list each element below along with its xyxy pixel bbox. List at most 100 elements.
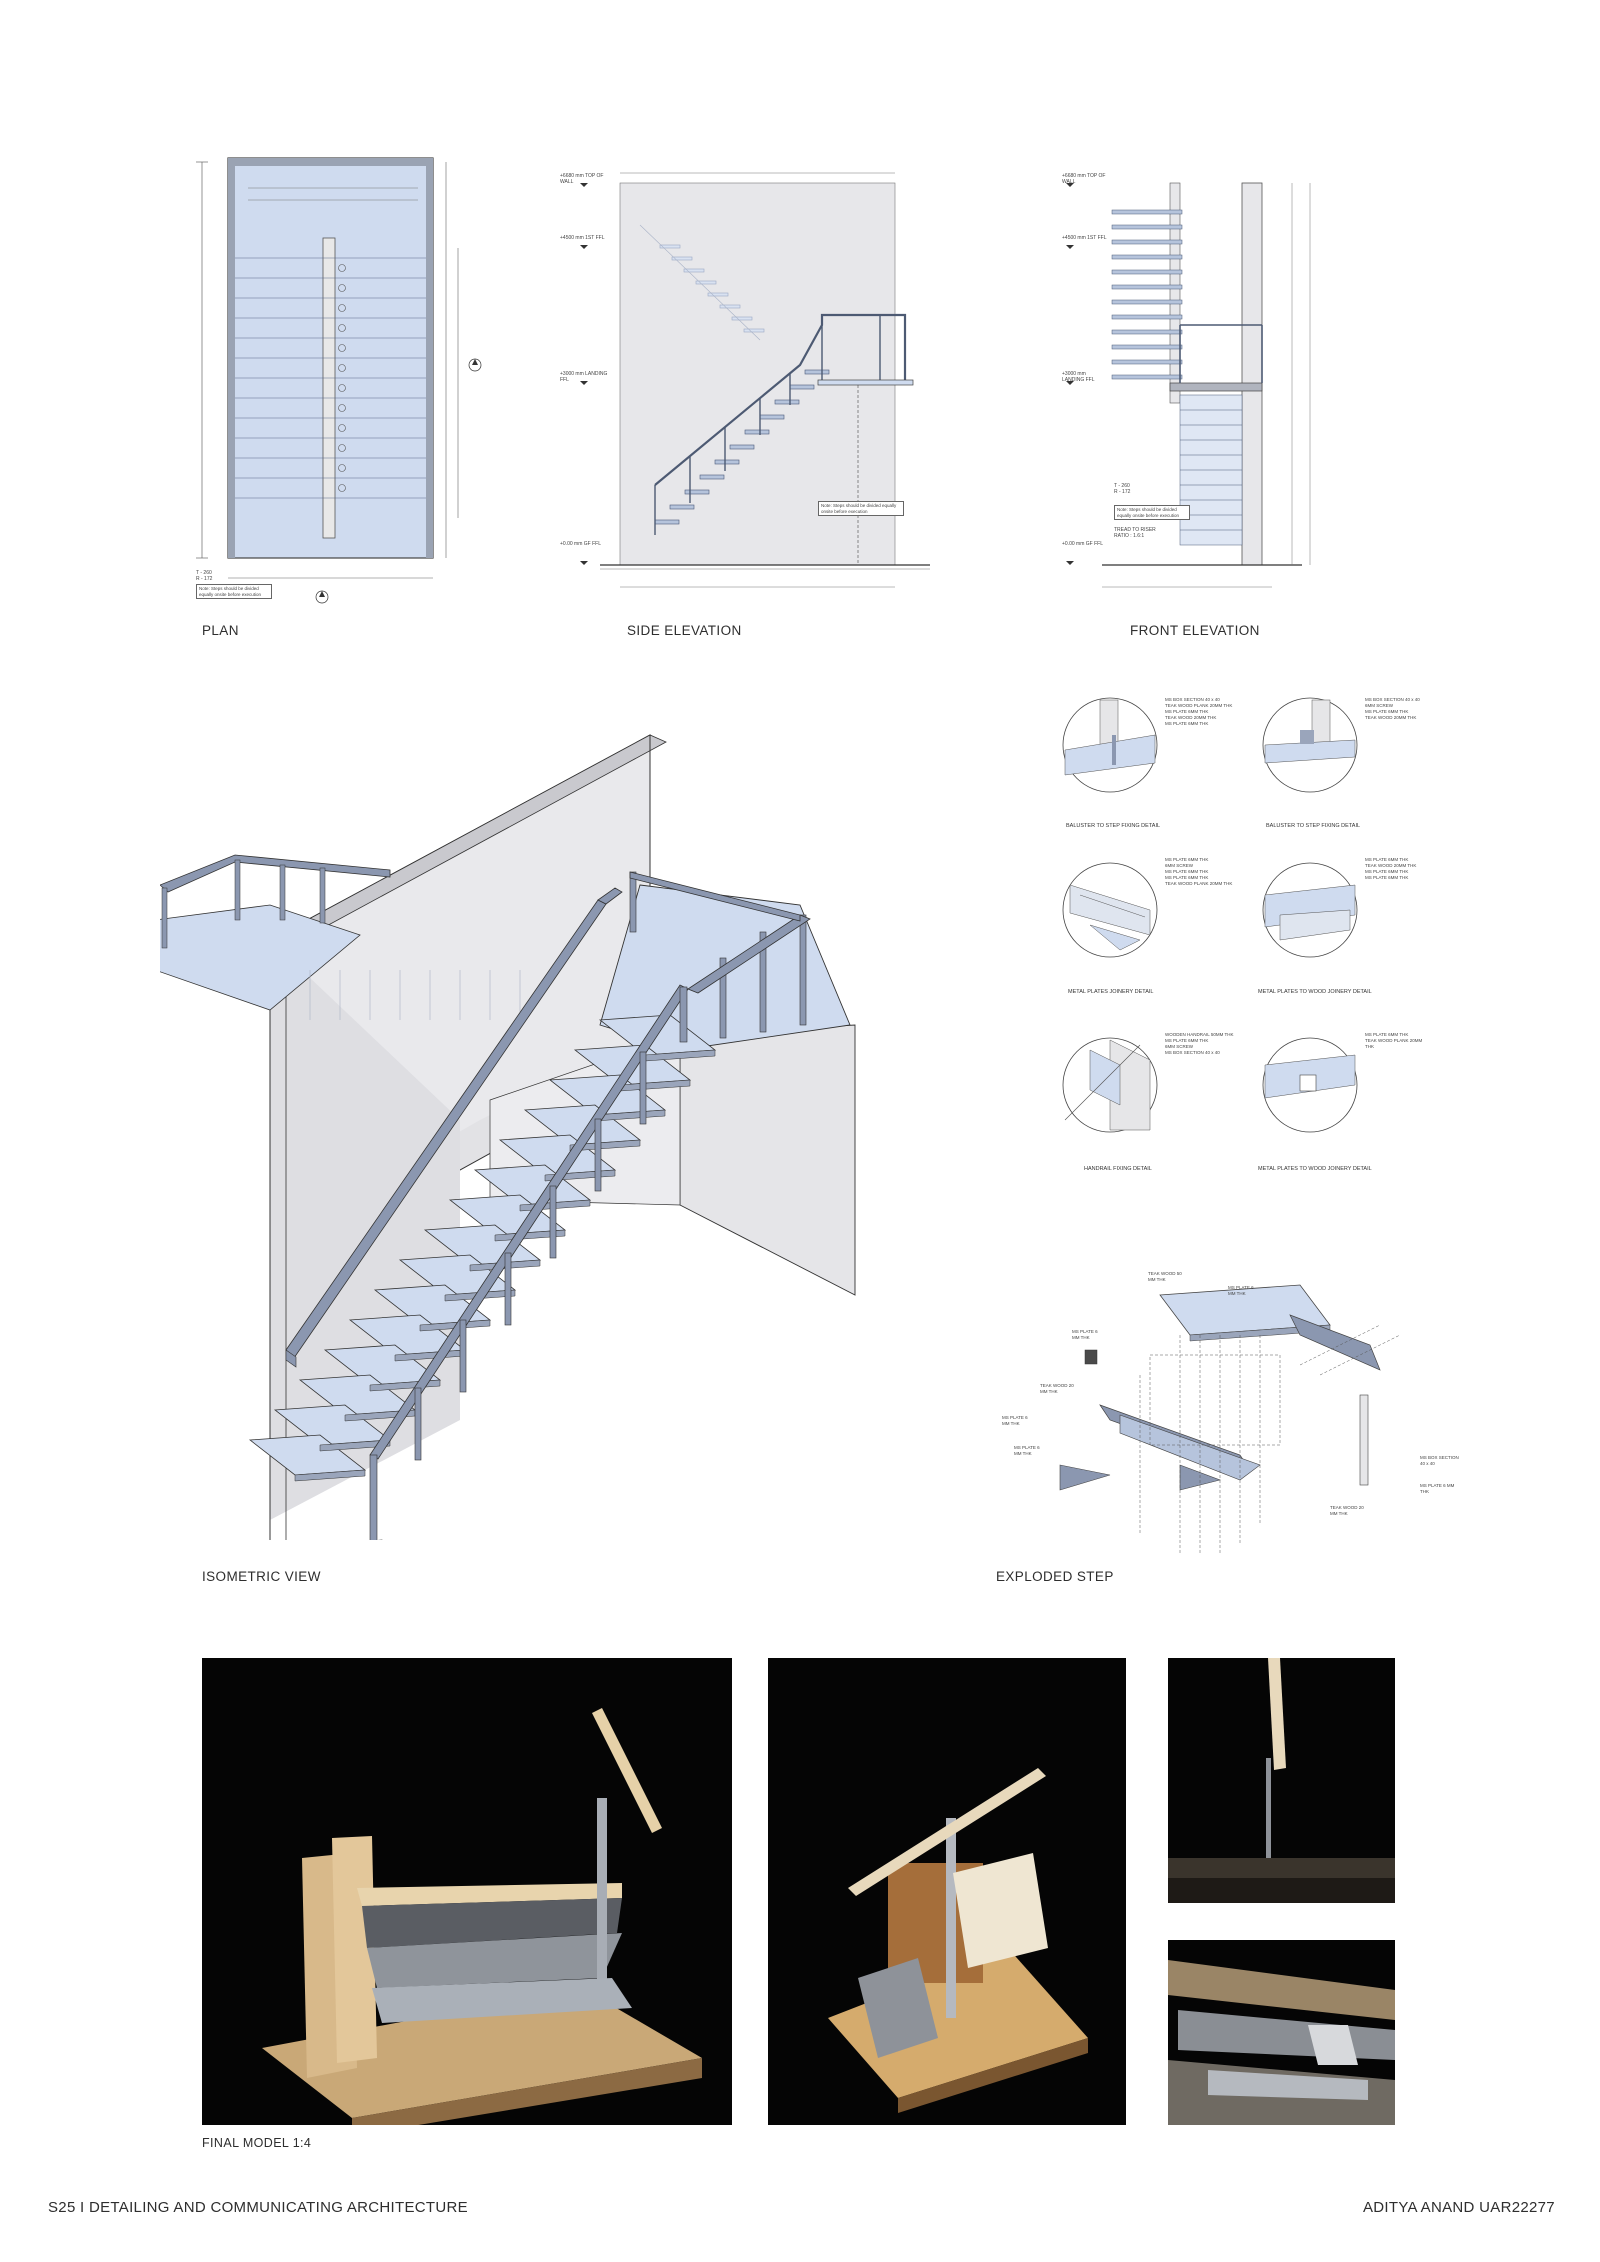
model-photo-detail-bottom-svg	[1168, 1960, 1395, 2125]
detail-3-label: TEAK WOOD PLANK 20MM THK	[1165, 881, 1233, 886]
detail-1-label: TEAK WOOD 20MM THK	[1165, 715, 1217, 720]
detail-1-label: TEAK WOOD PLANK 20MM THK	[1165, 703, 1233, 708]
isometric-svg	[154, 734, 856, 1565]
detail-3-labels: MS PLATE 6MM THK 6MM SCREW MS PLATE 6MM …	[1165, 857, 1240, 887]
detail-6-circle	[1262, 1037, 1358, 1133]
exploded-label: MS BOX SECTION 40 x 40	[1420, 1455, 1459, 1466]
front-legend: T - 260 R - 172	[1114, 483, 1130, 495]
plan-svg	[196, 157, 482, 604]
front-note: Note: Steps should be divided equally on…	[1114, 505, 1190, 520]
exploded-label: TEAK WOOD 50 MM THK	[1148, 1271, 1182, 1282]
model-caption: FINAL MODEL 1:4	[202, 2136, 312, 2150]
detail-4-label: MS PLATE 6MM THK	[1365, 869, 1409, 874]
detail-1-label: MS PLATE 6MM THK	[1165, 721, 1209, 726]
plan-legend-tread: T - 260	[196, 570, 212, 576]
exploded-label: MS PLATE 6 MM THK	[1420, 1483, 1455, 1494]
front-legend-riser: R - 172	[1114, 489, 1131, 495]
model-photo-side	[768, 1658, 1126, 2125]
exploded-label: MS PLATE 6 MM THK	[1072, 1329, 1098, 1340]
plan-legend: T - 260 R - 172	[196, 570, 212, 582]
detail-6-labels: MS PLATE 6MM THK TEAK WOOD PLANK 20MM TH…	[1365, 1032, 1430, 1050]
side-elevation-svg	[580, 172, 930, 588]
side-elevation-caption: SIDE ELEVATION	[627, 623, 742, 638]
detail-1: MS BOX SECTION 40 x 40 TEAK WOOD PLANK 2…	[1060, 695, 1240, 835]
detail-4-title: METAL PLATES TO WOOD JOINERY DETAIL	[1258, 989, 1372, 995]
front-elevation-drawing: +6680 mm TOP OF WALL +4500 mm 1ST FFL +3…	[1062, 165, 1402, 595]
side-level-landing: +3000 mm LANDING FFL	[560, 371, 608, 383]
front-tread-riser-ratio: RATIO : 1.6:1	[1114, 533, 1145, 539]
detail-2-label: MS PLATE 6MM THK	[1365, 709, 1409, 714]
detail-1-circle	[1062, 697, 1158, 793]
detail-6-label: TEAK WOOD PLANK 20MM THK	[1365, 1038, 1423, 1049]
details-grid: MS BOX SECTION 40 x 40 TEAK WOOD PLANK 2…	[1060, 695, 1430, 1175]
detail-3-label: MS PLATE 6MM THK	[1165, 875, 1209, 880]
front-elevation-svg	[1066, 182, 1311, 588]
detail-2-title: BALUSTER TO STEP FIXING DETAIL	[1266, 823, 1361, 829]
detail-6-label: MS PLATE 6MM THK	[1365, 1032, 1409, 1037]
front-tread-riser: TREAD TO RISER RATIO : 1.6:1	[1114, 527, 1156, 539]
front-level-landing: +3000 mm LANDING FFL	[1062, 371, 1095, 383]
detail-2-label: MS BOX SECTION 40 x 40	[1365, 697, 1420, 702]
detail-5-label: MS BOX SECTION 40 x 40	[1165, 1050, 1220, 1055]
detail-4-labels: MS PLATE 6MM THK TEAK WOOD 20MM THK MS P…	[1365, 857, 1430, 881]
front-legend-tread: T - 260	[1114, 483, 1130, 489]
detail-5-label: WOODEN HANDRAIL 50MM THK	[1165, 1032, 1234, 1037]
detail-5-label: MS PLATE 6MM THK	[1165, 1038, 1209, 1043]
detail-1-labels: MS BOX SECTION 40 x 40 TEAK WOOD PLANK 2…	[1165, 697, 1240, 727]
side-level-1st: +4500 mm 1ST FFL	[560, 235, 605, 241]
detail-6-title: METAL PLATES TO WOOD JOINERY DETAIL	[1258, 1166, 1372, 1172]
plan-drawing: T - 260 R - 172 Note: Steps should be di…	[188, 148, 488, 608]
model-photo-detail-bottom	[1168, 1940, 1395, 2125]
side-level-top: +6680 mm TOP OF WALL	[560, 173, 604, 185]
detail-2-circle	[1262, 697, 1358, 793]
model-photo-side-svg	[828, 1768, 1088, 2113]
detail-4: MS PLATE 6MM THK TEAK WOOD 20MM THK MS P…	[1258, 855, 1430, 1005]
detail-5-label: 6MM SCREW	[1165, 1044, 1193, 1049]
detail-2-label: TEAK WOOD 20MM THK	[1365, 715, 1417, 720]
detail-2-label: 6MM SCREW	[1365, 703, 1393, 708]
plan-note: Note: Steps should be divided equally on…	[196, 584, 272, 599]
detail-2: MS BOX SECTION 40 x 40 6MM SCREW MS PLAT…	[1260, 695, 1430, 835]
model-photo-detail-top-svg	[1168, 1658, 1395, 1903]
exploded-label: MS PLATE 6 MM THK	[1002, 1415, 1028, 1426]
plan-caption: PLAN	[202, 623, 239, 638]
isometric-view	[154, 720, 880, 1565]
exploded-label: TEAK WOOD 20 MM THK	[1330, 1505, 1364, 1516]
detail-6: MS PLATE 6MM THK TEAK WOOD PLANK 20MM TH…	[1258, 1030, 1430, 1180]
detail-5-labels: WOODEN HANDRAIL 50MM THK MS PLATE 6MM TH…	[1165, 1032, 1240, 1056]
detail-3-title: METAL PLATES JOINERY DETAIL	[1068, 989, 1154, 995]
exploded-step-svg	[1059, 1284, 1401, 1555]
exploded-caption: EXPLODED STEP	[996, 1569, 1114, 1584]
front-level-top: +6680 mm TOP OF WALL	[1062, 173, 1106, 185]
side-note: Note: Steps should be divided equally on…	[818, 501, 904, 516]
detail-3: MS PLATE 6MM THK 6MM SCREW MS PLATE 6MM …	[1060, 855, 1240, 1005]
detail-3-label: MS PLATE 6MM THK	[1165, 857, 1209, 862]
side-elevation-drawing: +6680 mm TOP OF WALL +4500 mm 1ST FFL +3…	[560, 165, 1030, 595]
detail-3-label: 6MM SCREW	[1165, 863, 1193, 868]
front-level-ground: +0.00 mm GF FFL	[1062, 541, 1103, 547]
side-level-ground: +0.00 mm GF FFL	[560, 541, 601, 547]
exploded-step: TEAK WOOD 50 MM THK MS PLATE 6 MM THK MS…	[1000, 1265, 1460, 1585]
isometric-caption: ISOMETRIC VIEW	[202, 1569, 321, 1584]
exploded-label: MS PLATE 6 MM THK	[1228, 1285, 1254, 1296]
detail-5-circle	[1062, 1037, 1158, 1133]
detail-3-label: MS PLATE 6MM THK	[1165, 869, 1209, 874]
detail-1-label: MS PLATE 6MM THK	[1165, 709, 1209, 714]
plan-legend-riser: R - 172	[196, 576, 213, 582]
detail-4-label: TEAK WOOD 20MM THK	[1365, 863, 1417, 868]
exploded-label: TEAK WOOD 20 MM THK	[1040, 1383, 1074, 1394]
footer-left: S25 I DETAILING AND COMMUNICATING ARCHIT…	[48, 2199, 468, 2216]
detail-4-label: MS PLATE 6MM THK	[1365, 857, 1409, 862]
detail-3-circle	[1062, 862, 1158, 958]
detail-5-title: HANDRAIL FIXING DETAIL	[1084, 1166, 1152, 1172]
footer-right: ADITYA ANAND UAR22277	[1363, 2199, 1555, 2216]
front-tread-riser-label: TREAD TO RISER	[1114, 527, 1156, 533]
front-elevation-caption: FRONT ELEVATION	[1130, 623, 1260, 638]
detail-1-label: MS BOX SECTION 40 x 40	[1165, 697, 1220, 702]
model-photo-main-svg	[262, 1708, 702, 2125]
detail-1-title: BALUSTER TO STEP FIXING DETAIL	[1066, 823, 1161, 829]
detail-5: WOODEN HANDRAIL 50MM THK MS PLATE 6MM TH…	[1060, 1030, 1240, 1180]
detail-4-label: MS PLATE 6MM THK	[1365, 875, 1409, 880]
model-photo-main	[202, 1658, 732, 2125]
detail-4-circle	[1262, 862, 1358, 958]
